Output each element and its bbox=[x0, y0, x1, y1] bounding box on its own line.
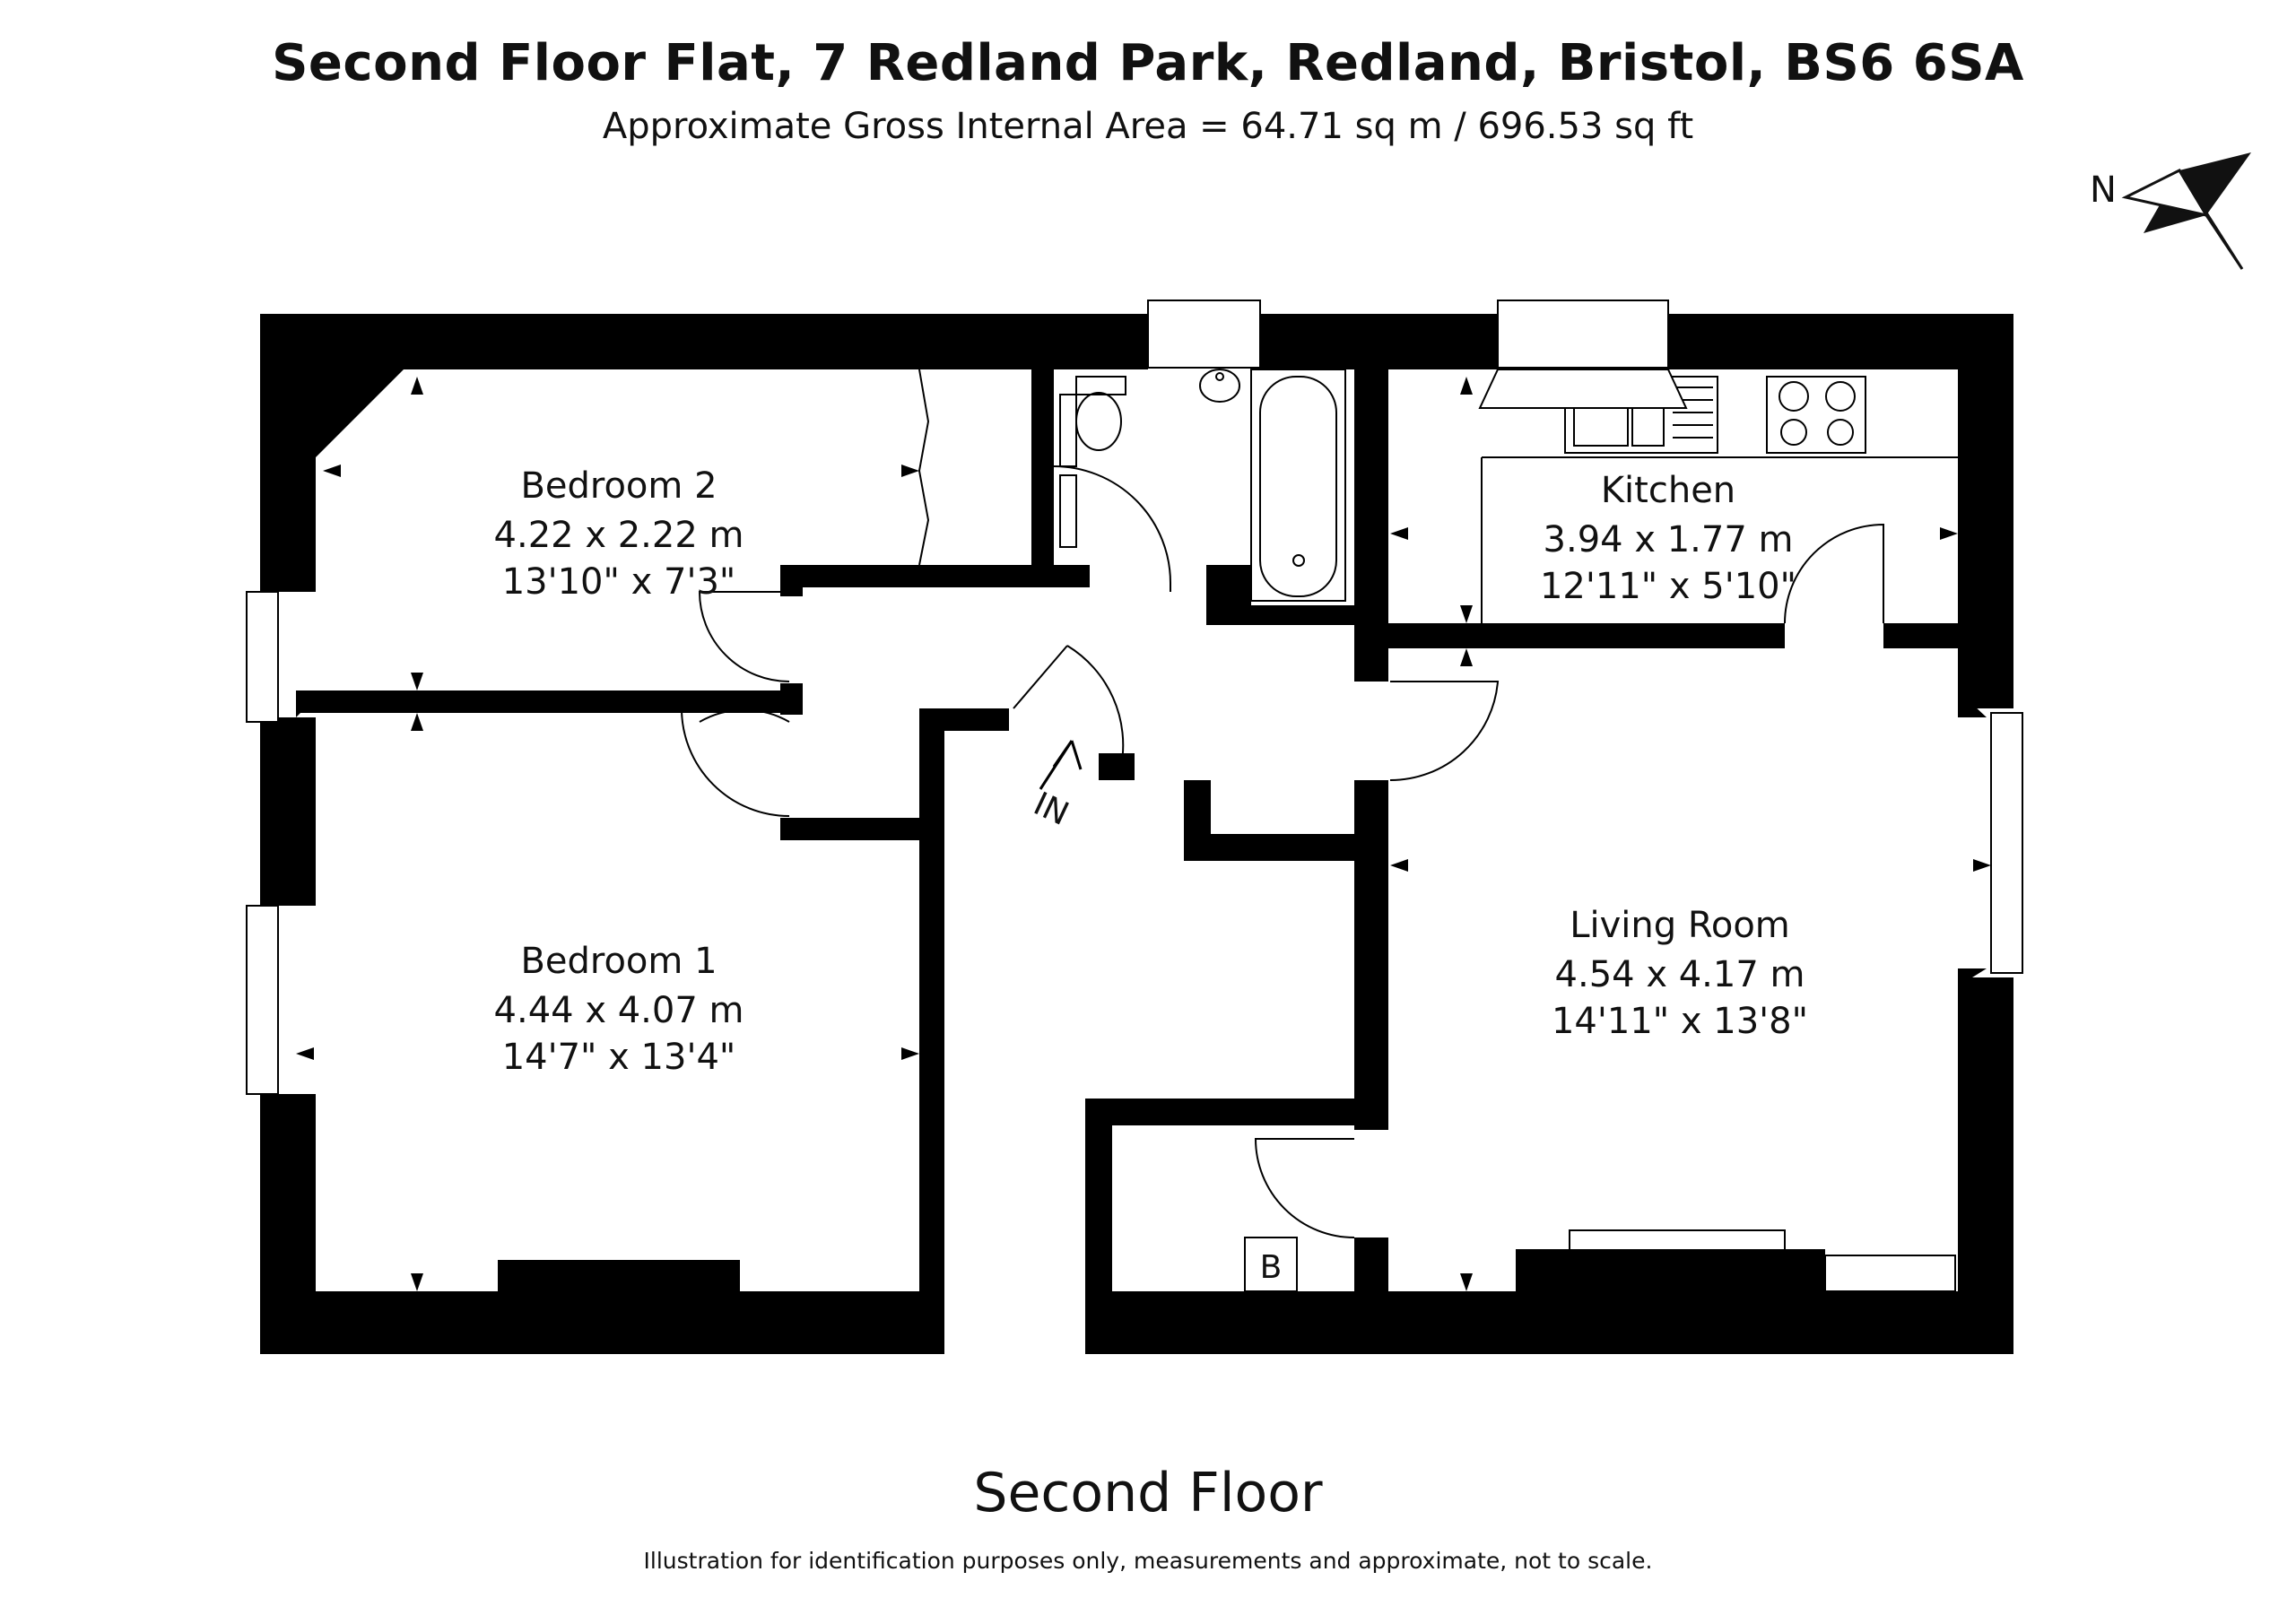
kitchen-metric: 3.94 x 1.77 m bbox=[1544, 519, 1794, 560]
bedroom1-name: Bedroom 1 bbox=[520, 941, 717, 982]
bedroom2-metric: 4.22 x 2.22 m bbox=[494, 515, 744, 556]
kitchen-name: Kitchen bbox=[1601, 470, 1735, 511]
kitchen-fixtures bbox=[1478, 369, 1969, 623]
bedroom1-metric: 4.44 x 4.07 m bbox=[494, 990, 744, 1031]
living-room-imperial: 14'11" x 13'8" bbox=[1552, 1001, 1808, 1042]
radiators bbox=[1569, 1229, 1956, 1292]
plan-title: Second Floor Flat, 7 Redland Park, Redla… bbox=[272, 34, 2024, 92]
bedroom1-imperial: 14'7" x 13'4" bbox=[502, 1037, 736, 1078]
disclaimer: Illustration for identification purposes… bbox=[643, 1548, 1653, 1574]
compass-icon: N bbox=[2090, 152, 2251, 270]
living-room-name: Living Room bbox=[1570, 905, 1790, 946]
entrance-label: IN bbox=[1028, 786, 1074, 833]
floor-label: Second Floor bbox=[973, 1462, 1323, 1524]
door-swings bbox=[681, 465, 1884, 1238]
dimension-markers bbox=[296, 377, 1991, 1291]
wardrobe bbox=[918, 369, 930, 566]
gross-area-subtitle: Approximate Gross Internal Area = 64.71 … bbox=[602, 106, 1694, 147]
bathroom-fixtures bbox=[1059, 369, 1346, 602]
bedroom2-name: Bedroom 2 bbox=[520, 465, 717, 507]
kitchen-imperial: 12'11" x 5'10" bbox=[1540, 566, 1796, 607]
boiler-icon: B bbox=[1244, 1237, 1298, 1292]
boiler-label: B bbox=[1260, 1249, 1283, 1286]
living-room-metric: 4.54 x 4.17 m bbox=[1555, 954, 1805, 995]
windows bbox=[246, 300, 2023, 1095]
walls bbox=[260, 314, 2013, 1354]
compass-north-label: N bbox=[2090, 169, 2117, 211]
entrance-arrow-icon: IN bbox=[1028, 740, 1083, 833]
bedroom2-imperial: 13'10" x 7'3" bbox=[502, 561, 736, 603]
